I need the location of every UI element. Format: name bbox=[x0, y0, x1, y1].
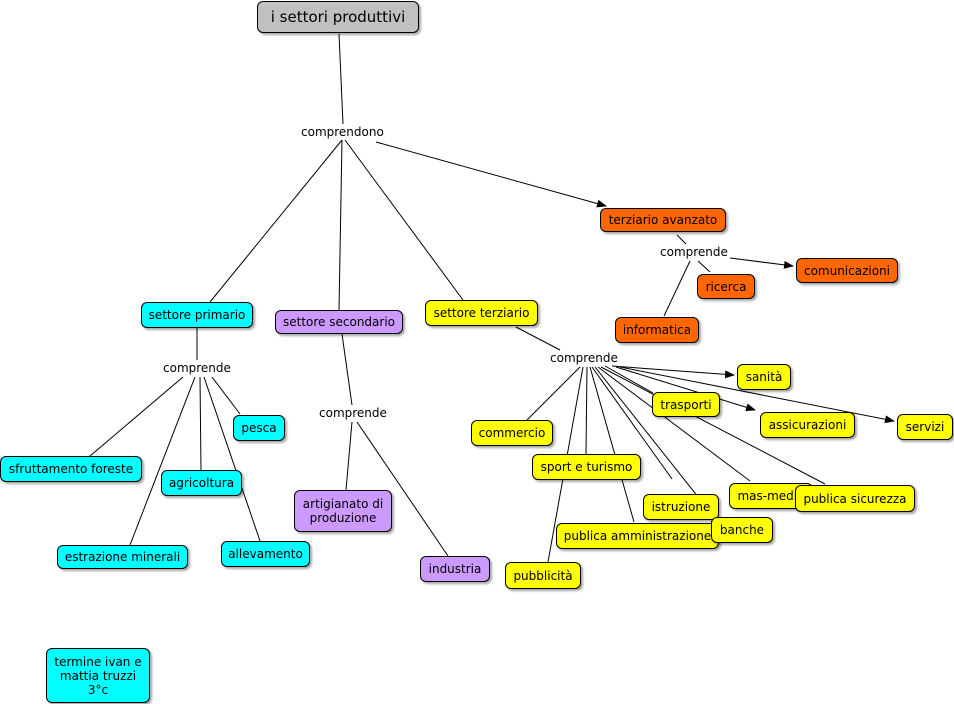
node-pesca[interactable]: pesca bbox=[233, 415, 285, 441]
node-settore-secondario[interactable]: settore secondario bbox=[275, 310, 403, 334]
link-comprendono: comprendono bbox=[299, 125, 386, 139]
node-commercio[interactable]: commercio bbox=[471, 420, 553, 446]
node-sport-e-turismo[interactable]: sport e turismo bbox=[532, 454, 641, 480]
node-industria[interactable]: industria bbox=[420, 556, 490, 582]
node-trasporti[interactable]: trasporti bbox=[652, 392, 720, 417]
node-publica-amministrazione[interactable]: publica amministrazione bbox=[556, 523, 719, 549]
node-servizi[interactable]: servizi bbox=[897, 414, 953, 440]
link-comprende-avanzato: comprende bbox=[658, 245, 730, 259]
node-agricoltura[interactable]: agricoltura bbox=[161, 470, 242, 496]
link-comprende-terziario: comprende bbox=[548, 351, 620, 365]
node-istruzione[interactable]: istruzione bbox=[643, 494, 719, 520]
node-informatica[interactable]: informatica bbox=[615, 317, 699, 343]
node-assicurazioni[interactable]: assicurazioni bbox=[760, 412, 855, 438]
root-node[interactable]: i settori produttivi bbox=[257, 1, 419, 33]
node-sfruttamento-foreste[interactable]: sfruttamento foreste bbox=[0, 456, 142, 482]
node-allevamento[interactable]: allevamento bbox=[221, 541, 310, 567]
node-terziario-avanzato[interactable]: terziario avanzato bbox=[600, 208, 726, 232]
node-settore-terziario[interactable]: settore terziario bbox=[425, 300, 538, 326]
node-comunicazioni[interactable]: comunicazioni bbox=[796, 258, 898, 283]
node-publica-sicurezza[interactable]: publica sicurezza bbox=[795, 485, 915, 512]
author-note[interactable]: termine ivan e mattia truzzi 3°c bbox=[46, 648, 150, 703]
node-sanita[interactable]: sanità bbox=[737, 364, 791, 390]
link-comprende-primario: comprende bbox=[161, 361, 233, 375]
node-ricerca[interactable]: ricerca bbox=[697, 274, 755, 299]
node-banche[interactable]: banche bbox=[711, 517, 773, 543]
link-comprende-secondario: comprende bbox=[317, 406, 389, 420]
node-settore-primario[interactable]: settore primario bbox=[141, 302, 253, 328]
node-artigianato[interactable]: artigianato di produzione bbox=[294, 490, 392, 532]
node-estrazione-minerali[interactable]: estrazione minerali bbox=[57, 545, 188, 569]
node-pubblicita[interactable]: pubblicità bbox=[505, 562, 581, 589]
